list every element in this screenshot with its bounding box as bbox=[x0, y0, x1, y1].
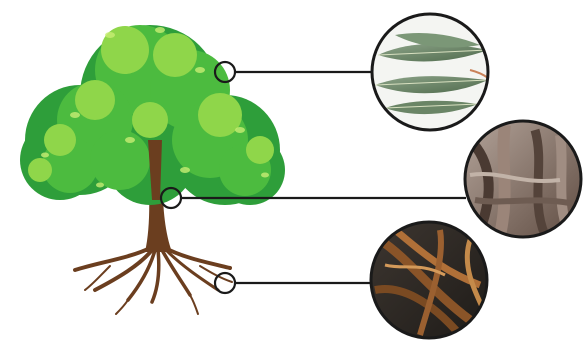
bark-photo bbox=[465, 121, 583, 239]
tree-roots bbox=[75, 248, 232, 314]
connector-roots bbox=[215, 273, 371, 293]
tree-foliage bbox=[20, 25, 285, 205]
leaves-photo bbox=[370, 12, 490, 132]
connector-leaves bbox=[215, 62, 372, 82]
roots-photo bbox=[371, 222, 489, 340]
